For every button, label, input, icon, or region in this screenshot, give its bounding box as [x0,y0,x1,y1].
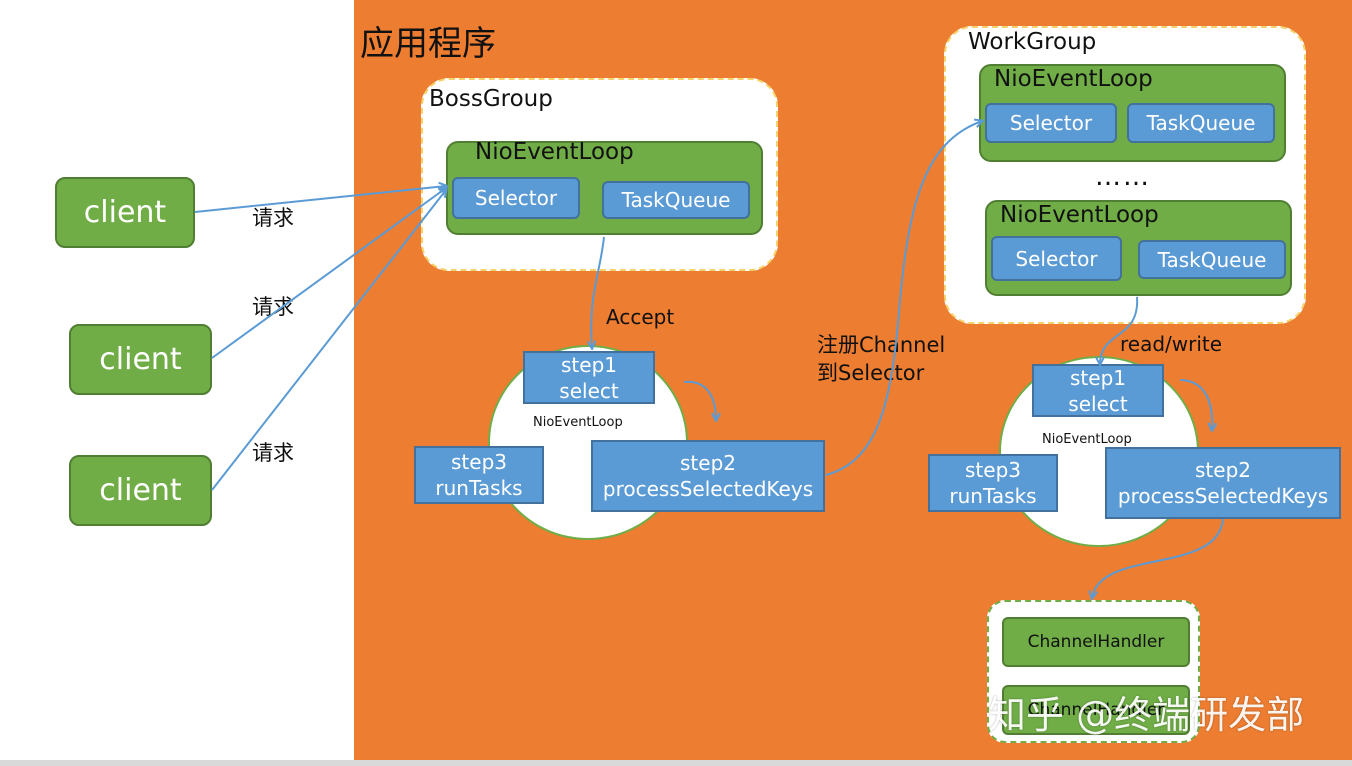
accept-arrow [591,236,605,348]
read-write-label: read/write [1120,332,1223,356]
boss-step1: step1 select [523,351,655,404]
work-group-label: WorkGroup [968,29,1097,55]
work-cycle-center-label: NioEventLoop [1042,432,1132,447]
read-write-arrow [1100,296,1139,364]
boss-step3-line2: runTasks [435,476,523,500]
work-loop1-label: NioEventLoop [994,66,1153,92]
client2-request-arrow [211,188,446,359]
boss-step2: step2 processSelectedKeys [591,440,825,512]
application-title: 应用程序 [360,24,496,64]
work-step1: step1 select [1032,364,1164,417]
work-selector-1: Selector [985,103,1117,143]
boss-step3-line1: step3 [451,450,507,474]
boss-cycle-arrow [683,380,716,420]
bottom-scrollbar-strip [0,760,1352,766]
work-taskqueue-2: TaskQueue [1138,240,1286,279]
work-cycle-arrow [1179,379,1212,430]
client3-request-arrow [211,190,446,491]
client1-request-arrow [194,186,446,213]
work-step3-line2: runTasks [949,484,1037,508]
boss-step2-line2: processSelectedKeys [602,477,814,501]
register-line2: 到Selector [817,360,925,385]
request-label-3: 请求 [252,441,294,465]
work-step1-line2: select [1068,391,1128,416]
client-3: client [69,455,212,526]
register-channel-label: 注册Channel 到Selector [817,332,945,388]
boss-loop-label: NioEventLoop [475,139,634,165]
boss-group-label: BossGroup [429,86,553,112]
boss-taskqueue: TaskQueue [602,181,750,219]
work-step2-line1: step2 [1195,458,1251,482]
boss-step1-line2: select [559,378,619,403]
work-step2: step2 processSelectedKeys [1105,447,1341,519]
process-to-handler-arrow [1092,518,1224,598]
request-label-2: 请求 [252,295,294,319]
register-channel-arrow [825,121,982,476]
client-1: client [55,177,195,248]
work-ellipsis: …… [1095,162,1151,192]
work-step3-line1: step3 [965,458,1021,482]
boss-step1-line1: step1 [561,352,617,377]
work-loop2-label: NioEventLoop [1000,202,1159,228]
watermark: 知乎 @终端研发部 [988,693,1305,737]
boss-step2-line1: step2 [680,451,736,475]
work-selector-2: Selector [991,236,1122,281]
work-step2-line2: processSelectedKeys [1117,484,1329,508]
channel-handler-1: ChannelHandler [1002,617,1190,667]
work-step3: step3 runTasks [928,454,1058,512]
register-line1: 注册Channel [817,333,946,357]
boss-cycle-center-label: NioEventLoop [533,415,623,430]
boss-selector: Selector [452,177,580,219]
boss-step3: step3 runTasks [414,446,544,504]
work-taskqueue-1: TaskQueue [1127,103,1275,143]
request-label-1: 请求 [252,206,294,230]
accept-label: Accept [606,305,675,329]
channel-handler-2: ChannelHandler [1002,685,1190,735]
client-2: client [69,324,212,395]
work-step1-line1: step1 [1070,365,1126,390]
